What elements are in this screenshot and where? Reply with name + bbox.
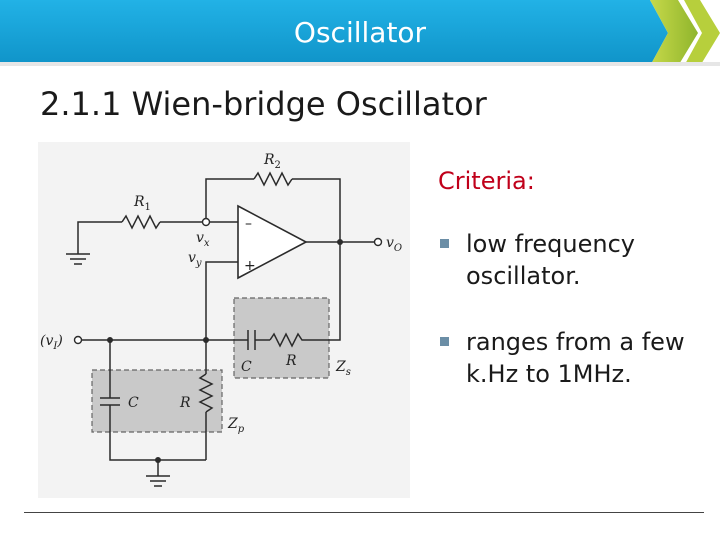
banner-title: Oscillator xyxy=(293,16,427,49)
slide-heading: 2.1.1 Wien-bridge Oscillator xyxy=(40,85,487,123)
r1-resistor xyxy=(121,214,161,230)
footer-divider xyxy=(24,512,704,513)
vx-node xyxy=(201,217,211,227)
label-plus: + xyxy=(244,258,256,274)
label-vo: vO xyxy=(386,235,402,254)
bullet-square-icon xyxy=(440,337,449,346)
ground-symbol-bottom xyxy=(146,475,170,487)
zs-resistor xyxy=(269,332,304,348)
zp-cap-wire-bottom xyxy=(109,405,206,461)
r2-wire-right xyxy=(292,178,341,242)
label-vy: vy xyxy=(188,250,202,269)
vi-terminal xyxy=(73,335,83,345)
criteria-heading: Criteria: xyxy=(438,167,535,195)
label-zs-resistor: R xyxy=(285,353,297,369)
label-vi: (vI) xyxy=(40,333,63,352)
label-minus: – xyxy=(245,216,252,232)
noninverting-input-wire xyxy=(205,261,238,340)
label-zp: Zp xyxy=(227,416,245,435)
label-zp-capacitor: C xyxy=(128,395,139,411)
bullet-square-icon xyxy=(440,239,449,248)
label-zs: Zs xyxy=(335,359,351,378)
bullet-text: ranges from a few k.Hz to 1MHz. xyxy=(466,328,685,388)
r2-wire-left xyxy=(205,178,254,222)
bullet-text: low frequency oscillator. xyxy=(466,230,635,290)
r2-resistor xyxy=(253,171,293,187)
circuit-background xyxy=(38,142,410,498)
criteria-bullet-1: low frequency oscillator. xyxy=(440,228,710,292)
label-zp-resistor: R xyxy=(179,395,191,411)
label-vx: vx xyxy=(196,230,210,249)
vo-terminal xyxy=(373,237,383,247)
r1-wire-left xyxy=(77,221,122,254)
zp-resistor xyxy=(198,373,214,413)
banner-background xyxy=(0,0,720,66)
zs-series-box xyxy=(233,297,330,379)
wien-bridge-circuit-diagram: R2 R1 vx vy vO (vI) – + C R Zs C R Zp xyxy=(38,142,410,498)
criteria-bullet-2: ranges from a few k.Hz to 1MHz. xyxy=(440,326,710,390)
op-amp-triangle xyxy=(237,204,308,280)
label-r2: R2 xyxy=(263,152,281,171)
label-r1: R1 xyxy=(133,194,151,213)
ground-symbol-r1 xyxy=(66,253,90,265)
zs-return-wire xyxy=(304,242,341,341)
criteria-list: low frequency oscillator. ranges from a … xyxy=(440,228,710,424)
label-zs-capacitor: C xyxy=(241,359,252,375)
title-banner: Oscillator xyxy=(0,0,720,66)
